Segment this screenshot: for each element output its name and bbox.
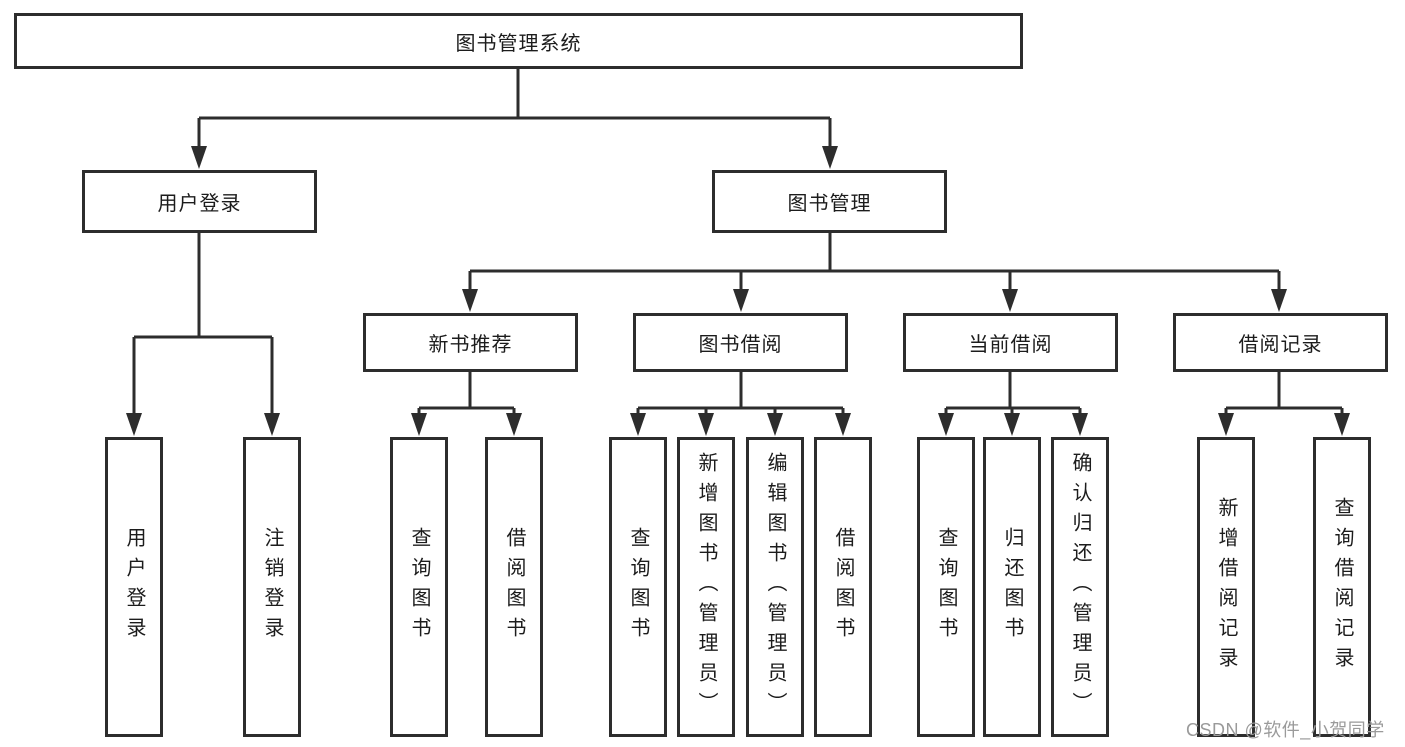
leaf-query-borrow-record: 查询借阅记录 — [1313, 437, 1371, 737]
node-borrow-record: 借阅记录 — [1173, 313, 1388, 372]
leaf-query-books-borrow: 查询图书 — [609, 437, 667, 737]
leaf-edit-books-admin-label: 编辑图书（管理员） — [764, 452, 786, 722]
leaf-query-books-borrow-label: 查询图书 — [627, 527, 649, 647]
leaf-edit-books-admin: 编辑图书（管理员） — [746, 437, 804, 737]
leaf-query-books-recommend-label: 查询图书 — [408, 527, 430, 647]
leaf-confirm-return-admin-label: 确认归还（管理员） — [1069, 452, 1091, 722]
leaf-add-borrow-record-label: 新增借阅记录 — [1215, 497, 1237, 677]
leaf-user-login-label: 用户登录 — [123, 527, 145, 647]
node-new-book-recommend: 新书推荐 — [363, 313, 578, 372]
leaf-logout: 注销登录 — [243, 437, 301, 737]
watermark: CSDN @软件_小贺同学 — [1186, 720, 1385, 740]
node-book-management-label: 图书管理 — [787, 193, 872, 215]
leaf-borrow-books-label: 借阅图书 — [832, 527, 854, 647]
leaf-return-books-label: 归还图书 — [1001, 527, 1023, 647]
node-root-label: 图书管理系统 — [455, 32, 582, 55]
leaf-logout-label: 注销登录 — [261, 527, 283, 647]
leaf-query-books-recommend: 查询图书 — [390, 437, 448, 737]
leaf-borrow-books: 借阅图书 — [814, 437, 872, 737]
leaf-return-books: 归还图书 — [983, 437, 1041, 737]
leaf-borrow-books-recommend: 借阅图书 — [485, 437, 543, 737]
leaf-query-books-current: 查询图书 — [917, 437, 975, 737]
node-current-borrow: 当前借阅 — [903, 313, 1118, 372]
leaf-borrow-books-recommend-label: 借阅图书 — [503, 527, 525, 647]
node-borrow-record-label: 借阅记录 — [1238, 334, 1323, 356]
leaf-query-borrow-record-label: 查询借阅记录 — [1331, 497, 1353, 677]
leaf-user-login: 用户登录 — [105, 437, 163, 737]
node-root: 图书管理系统 — [14, 13, 1023, 69]
node-user-login: 用户登录 — [82, 170, 317, 233]
node-new-book-recommend-label: 新书推荐 — [428, 334, 513, 356]
leaf-add-borrow-record: 新增借阅记录 — [1197, 437, 1255, 737]
node-book-borrow-label: 图书借阅 — [698, 334, 783, 356]
node-book-borrow: 图书借阅 — [633, 313, 848, 372]
leaf-add-books-admin-label: 新增图书（管理员） — [695, 452, 717, 722]
leaf-confirm-return-admin: 确认归还（管理员） — [1051, 437, 1109, 737]
node-book-management: 图书管理 — [712, 170, 947, 233]
node-current-borrow-label: 当前借阅 — [968, 334, 1053, 356]
leaf-query-books-current-label: 查询图书 — [935, 527, 957, 647]
node-user-login-label: 用户登录 — [157, 193, 242, 215]
leaf-add-books-admin: 新增图书（管理员） — [677, 437, 735, 737]
